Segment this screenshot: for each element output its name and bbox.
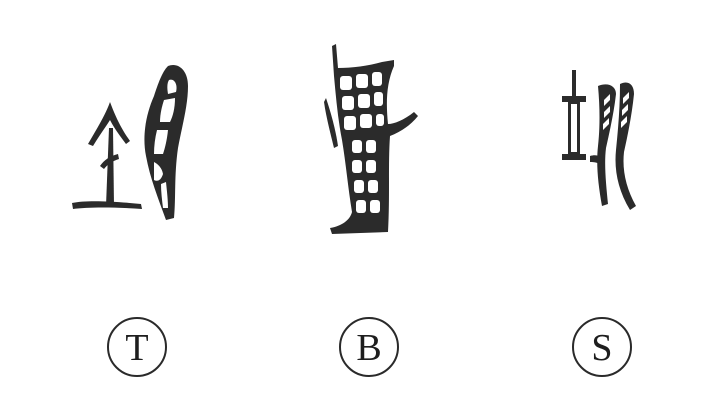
circled-label-t: T	[107, 317, 167, 377]
character-b-drawing	[324, 44, 418, 234]
label-s-text: S	[591, 327, 613, 369]
ancient-character-t-icon	[66, 58, 200, 226]
circled-label-b: B	[339, 317, 399, 377]
character-t-drawing	[72, 64, 188, 220]
character-s-drawing	[562, 70, 636, 210]
label-b-text: B	[356, 327, 382, 369]
ancient-character-b-icon	[322, 40, 426, 238]
circled-label-s: S	[572, 317, 632, 377]
ancient-character-s-icon	[552, 64, 652, 220]
label-t-text: T	[125, 327, 149, 369]
